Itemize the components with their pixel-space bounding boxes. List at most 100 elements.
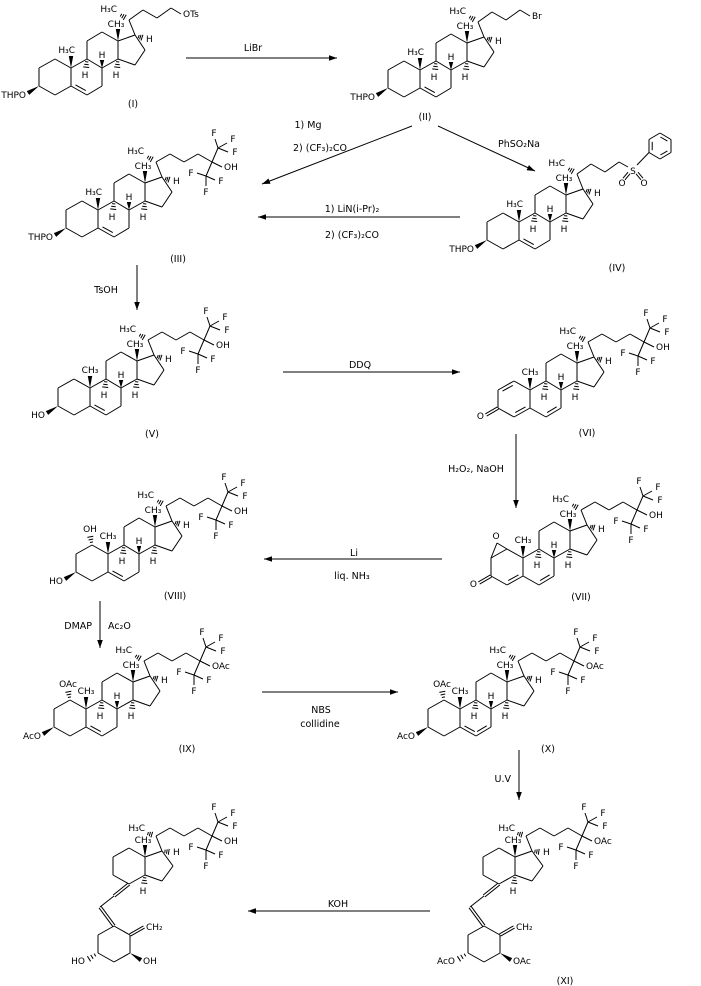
c13-methyl-label: CH₃ <box>567 342 584 352</box>
terminal-group-label: OH <box>224 837 238 847</box>
terminal-group-label: OH <box>216 341 230 351</box>
bond <box>587 341 595 358</box>
bond <box>170 7 182 15</box>
reaction-arrow <box>283 369 460 375</box>
c3-substituent-label: AcO <box>397 732 415 742</box>
bond <box>128 19 136 36</box>
bond <box>472 707 479 709</box>
bond <box>592 524 596 531</box>
bond <box>184 671 195 676</box>
fluorine-label: F <box>213 532 218 542</box>
compound-label-IX: (IX) <box>179 744 196 755</box>
bond <box>486 408 499 417</box>
bond <box>176 520 179 526</box>
bond <box>553 548 571 559</box>
bond <box>490 542 498 559</box>
fluorine-label: F <box>221 473 226 483</box>
bond <box>589 524 592 529</box>
bond <box>214 138 219 149</box>
compound-label-VI: (VI) <box>579 428 596 439</box>
h-label: H <box>534 561 541 571</box>
bond <box>217 821 229 827</box>
bond <box>463 68 470 70</box>
bond <box>116 699 134 710</box>
bond <box>464 725 476 733</box>
bond <box>146 155 150 159</box>
bond <box>439 690 446 693</box>
fluorine-label: F <box>602 822 607 832</box>
bond <box>456 955 462 962</box>
bond <box>467 952 485 963</box>
c13-methyl-label: CH₃ <box>127 340 144 350</box>
fluorine-label: F <box>558 843 563 853</box>
bond <box>217 816 228 823</box>
reaction-arrow <box>262 689 398 695</box>
bond <box>206 316 211 327</box>
bond <box>207 497 223 507</box>
bond <box>566 846 577 851</box>
bond <box>75 571 93 582</box>
fluorine-label: F <box>199 628 204 638</box>
reagent-label-mg: 1) Mg <box>295 120 322 131</box>
fluorine-label: F <box>650 357 655 367</box>
fluorine-label: F <box>657 496 662 506</box>
wedge-bond <box>375 88 388 97</box>
bond <box>120 351 138 362</box>
wedge-bond <box>527 378 533 390</box>
bond <box>161 191 173 208</box>
bond <box>469 895 485 908</box>
h-label: H <box>510 887 517 897</box>
bond <box>403 60 421 71</box>
wedge-bond <box>63 572 76 581</box>
wedge-bond <box>114 701 120 709</box>
c20-methyl-label: H₃C <box>128 824 145 834</box>
c1-substituent-label: OAc <box>513 957 531 967</box>
reaction-arrow <box>516 750 522 800</box>
bond <box>134 654 138 658</box>
h-label: H <box>150 557 157 567</box>
bond <box>553 521 571 532</box>
bond <box>581 821 589 837</box>
bond <box>137 655 142 662</box>
bond <box>155 827 171 837</box>
bond <box>128 847 146 858</box>
h-label: H <box>114 692 121 702</box>
h-label: H <box>173 848 180 858</box>
bond <box>217 147 229 153</box>
bond <box>490 548 508 559</box>
compound-label-V: (V) <box>145 429 159 440</box>
bond <box>211 821 219 837</box>
bond <box>217 142 228 149</box>
wedge-bond <box>115 29 121 41</box>
bond <box>517 831 519 836</box>
bond <box>134 34 146 51</box>
bond <box>500 927 515 937</box>
c20-methyl-label: H₃C <box>559 327 576 337</box>
bond <box>649 327 661 333</box>
bond <box>152 675 155 680</box>
bond <box>113 227 130 238</box>
reagent-label-uv: U.V <box>495 774 512 785</box>
c13-methyl-label: CH₃ <box>108 20 125 30</box>
wedge-bond <box>99 60 105 68</box>
bond <box>522 548 540 559</box>
wedge-bond <box>26 86 39 95</box>
bond <box>209 325 221 331</box>
bond <box>140 333 144 339</box>
h-label: H <box>99 51 106 61</box>
bond <box>132 675 151 683</box>
bond <box>539 574 550 582</box>
bond <box>105 351 122 362</box>
bond <box>471 16 476 23</box>
bond <box>183 827 199 837</box>
c3-substituent-label: AcO <box>23 732 41 742</box>
bond <box>57 378 75 389</box>
fluorine-label: F <box>240 479 245 489</box>
bond <box>205 161 213 177</box>
compound-label-IV: (IV) <box>609 263 626 274</box>
fluorine-label: F <box>176 668 181 678</box>
wedge-bond <box>68 56 74 68</box>
bond <box>549 185 567 196</box>
bond <box>587 816 598 823</box>
